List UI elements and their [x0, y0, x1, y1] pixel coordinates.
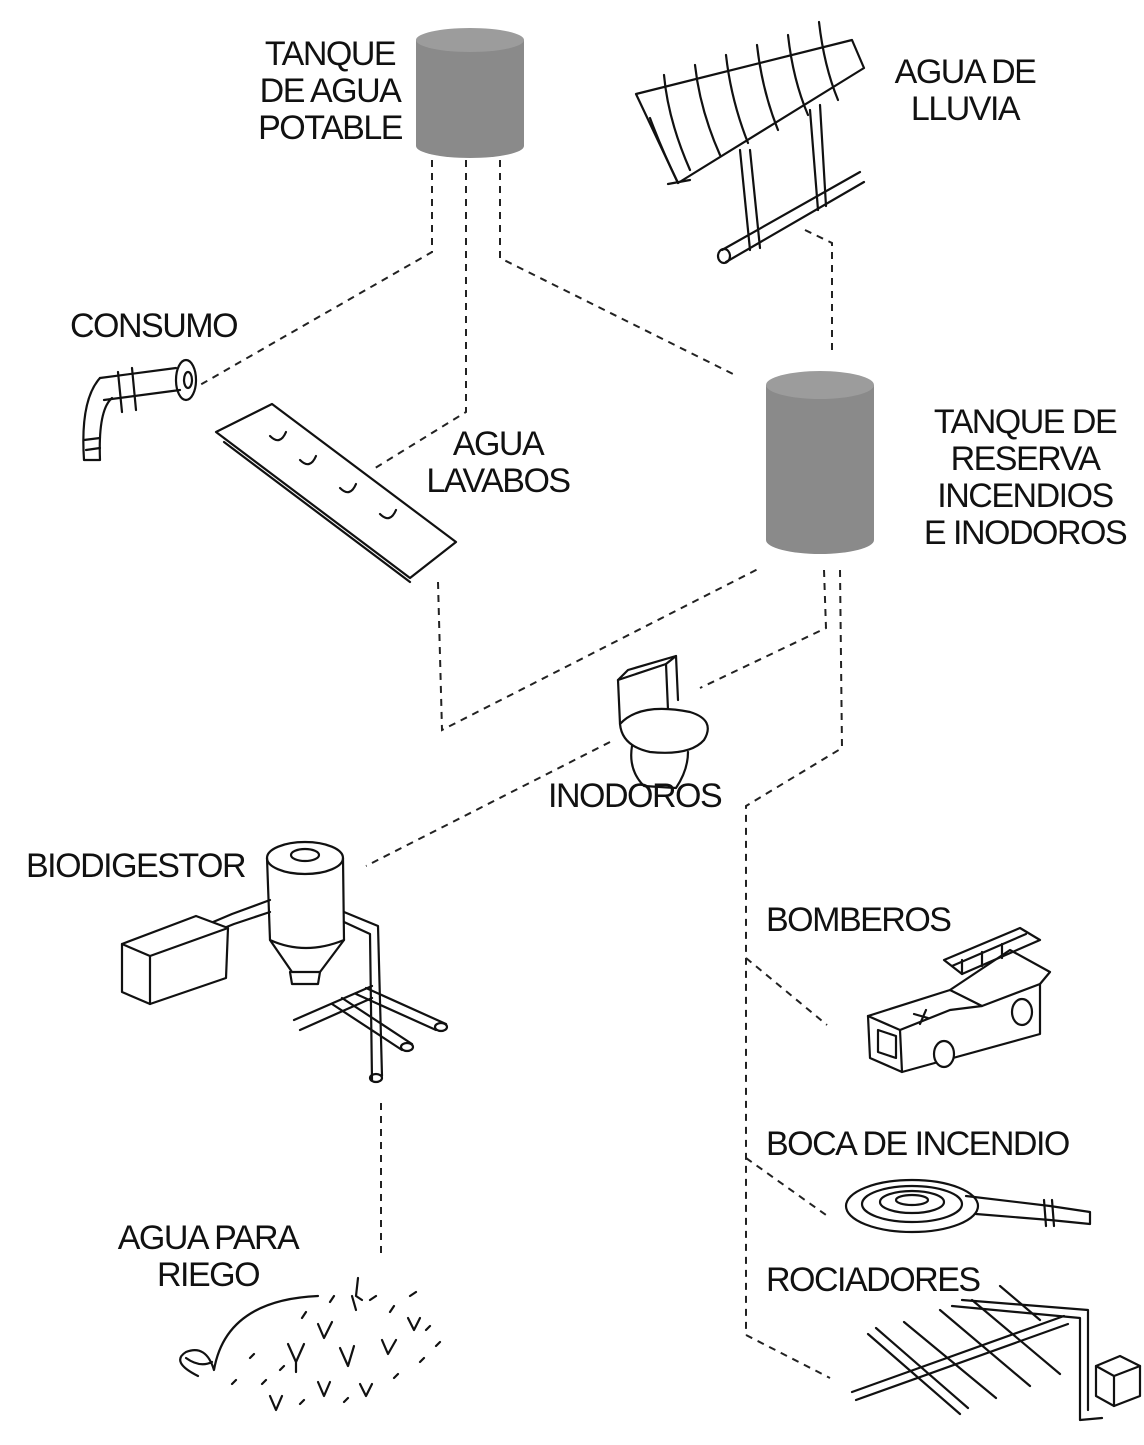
toilet-icon: [616, 654, 709, 790]
label-potable-tank-line-3: POTABLE: [258, 109, 403, 147]
connection-lines: [199, 160, 844, 1379]
label-rainwater-line-2: LLUVIA: [910, 90, 1021, 128]
label-rainwater: AGUA DE LLUVIA: [870, 54, 1060, 128]
label-irrigation: AGUA PARA RIEGO: [92, 1220, 324, 1294]
line-reserve-to-fire: [745, 569, 844, 1335]
fire-hose-icon: [844, 1178, 1092, 1234]
label-consumption: CONSUMO: [70, 307, 239, 345]
label-sprinklers: ROCIADORES: [766, 1261, 981, 1299]
sprinkler-icon: [850, 1284, 1142, 1422]
line-rain-to-reserve: [804, 229, 833, 352]
line-to-boca-incendio: [745, 1157, 827, 1216]
line-reserve-to-toilet: [699, 569, 828, 689]
label-potable-tank: TANQUE DE AGUA POTABLE: [240, 36, 420, 147]
washbasin-icon: [214, 402, 458, 584]
label-hydrant: BOCA DE INCENDIO: [766, 1125, 1070, 1163]
label-reserve-tank-line-4: E INODOROS: [923, 514, 1128, 552]
label-potable-tank-line-1: TANQUE: [264, 35, 397, 73]
label-irrigation-line-2: RIEGO: [156, 1256, 261, 1294]
biodigester-icon: [120, 840, 449, 1084]
water-tank-icon: [416, 28, 524, 158]
label-sinks-line-2: LAVABOS: [426, 462, 571, 500]
label-sinks: AGUA LAVABOS: [410, 426, 586, 500]
line-to-rociadores: [745, 1334, 831, 1379]
line-to-bomberos: [745, 957, 828, 1026]
label-reserve-tank-line-1: TANQUE DE: [933, 403, 1118, 441]
line-lavabos-to-inodoros: [437, 567, 761, 732]
rain-collector-icon: [634, 20, 866, 265]
fire-truck-icon: [866, 926, 1052, 1074]
label-reserve-tank-line-2: RESERVA: [950, 440, 1101, 478]
label-firefighters: BOMBEROS: [766, 901, 952, 939]
line-tank-to-lavabos: [371, 160, 467, 471]
line-tank-to-consumo: [199, 160, 433, 386]
line-toilet-to-biodigestor: [365, 741, 611, 867]
plants-icon: [179, 1276, 442, 1412]
label-reserve-tank-line-3: INCENDIOS: [937, 477, 1114, 515]
line-tank-to-reserve: [499, 160, 736, 376]
faucet-icon: [82, 358, 198, 462]
label-irrigation-line-1: AGUA PARA: [117, 1219, 300, 1257]
label-reserve-tank: TANQUE DE RESERVA INCENDIOS E INODOROS: [910, 404, 1140, 552]
label-rainwater-line-1: AGUA DE: [894, 53, 1037, 91]
label-potable-tank-line-2: DE AGUA: [259, 72, 402, 110]
label-biodigester: BIODIGESTOR: [26, 847, 247, 885]
label-toilets: INODOROS: [548, 777, 723, 815]
label-sinks-line-1: AGUA: [452, 425, 545, 463]
reserve-tank-icon: [766, 371, 874, 554]
